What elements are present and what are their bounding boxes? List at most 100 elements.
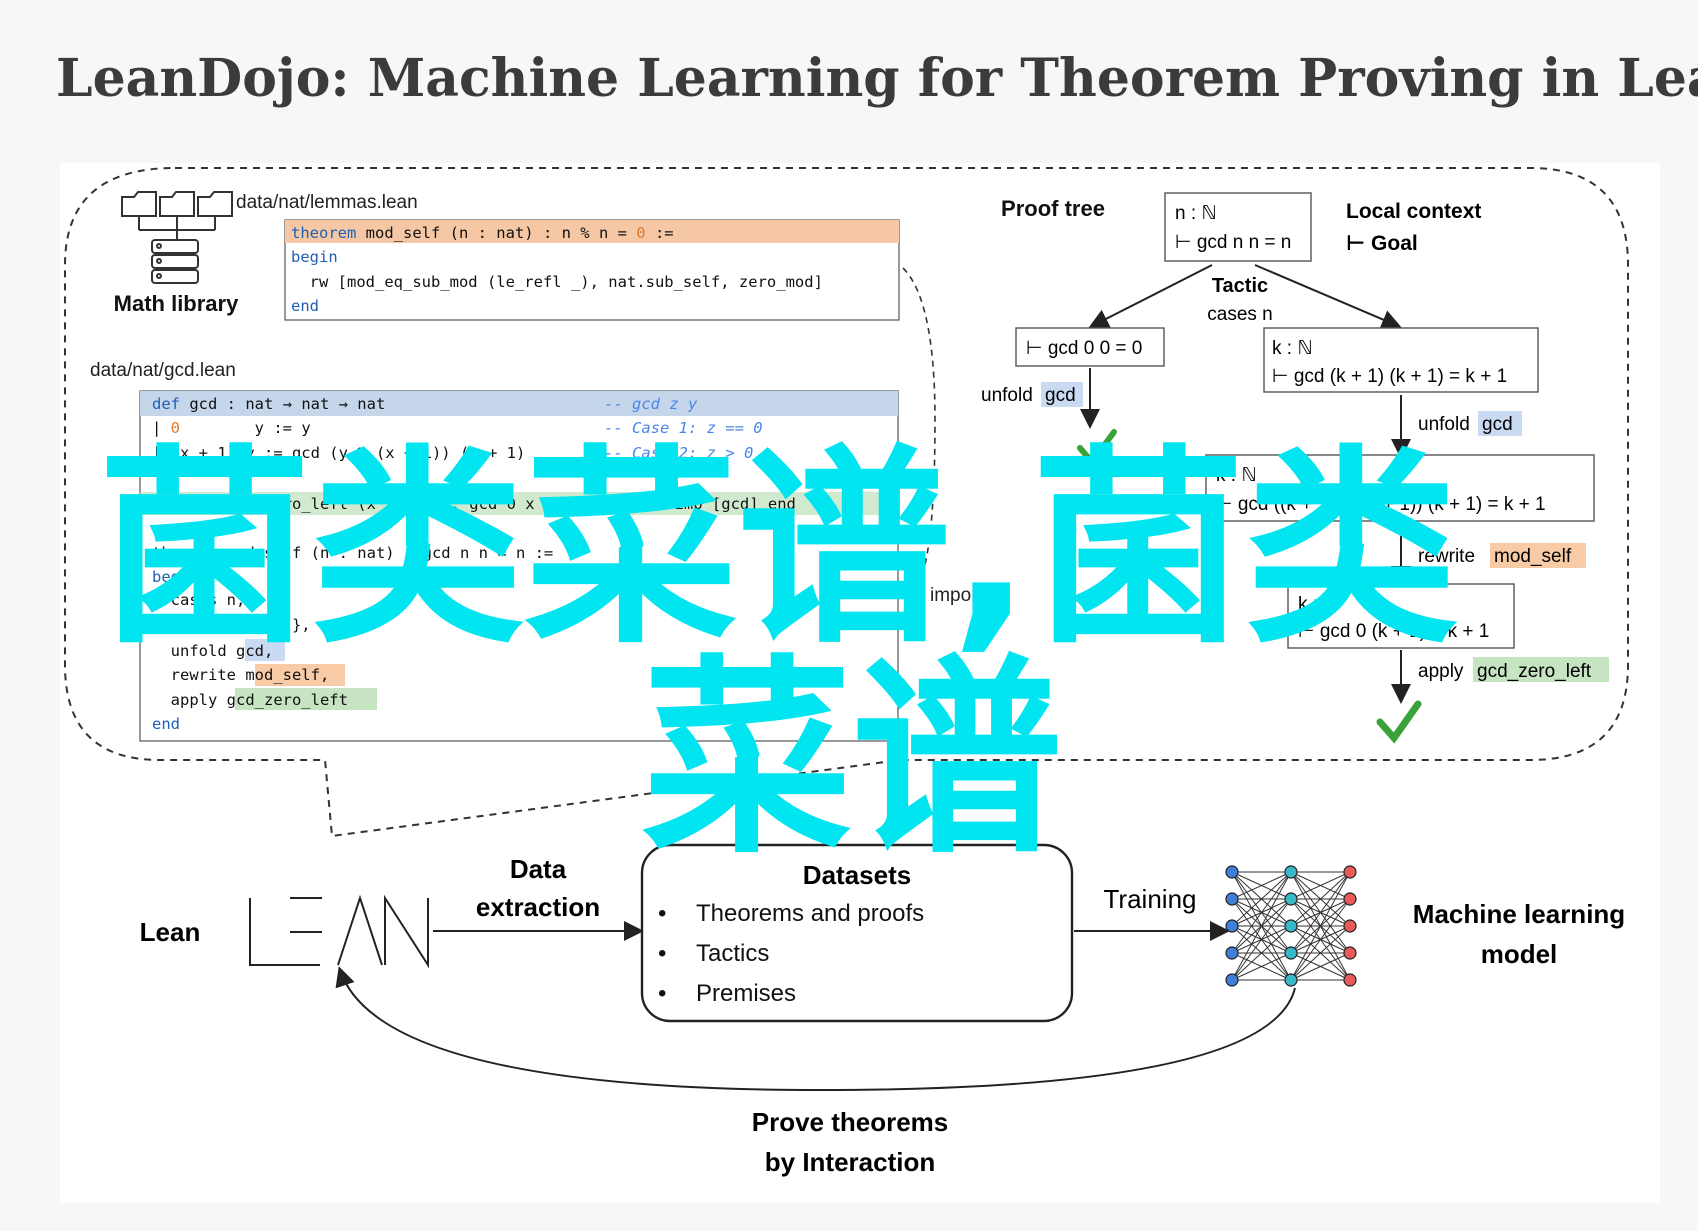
nn-node bbox=[1284, 892, 1298, 906]
bottom-goal-context: k : ℕ bbox=[1298, 594, 1339, 615]
data-extraction-line-1: Data bbox=[510, 854, 567, 884]
nn-edge bbox=[1290, 898, 1351, 981]
gcd-highlight-apply bbox=[235, 688, 377, 710]
nn-node bbox=[1225, 973, 1239, 987]
folder-icon bbox=[121, 191, 233, 240]
gcd-code-line-1: def gcd : nat → nat → nat bbox=[152, 395, 385, 413]
right-goal-context: k : ℕ bbox=[1272, 338, 1313, 359]
left-goal-node bbox=[1015, 327, 1165, 367]
lemmas-code-line-4: end bbox=[291, 297, 319, 315]
mid-goal-node bbox=[1205, 454, 1595, 522]
gcd-highlight-unfold bbox=[245, 639, 285, 661]
gcd-code-line-7: cases n, bbox=[152, 591, 245, 609]
rewrite-arg: mod_self bbox=[1494, 546, 1572, 567]
right-goal-text: ⊢ gcd (k + 1) (k + 1) = k + 1 bbox=[1272, 366, 1507, 387]
nn-edge bbox=[1290, 871, 1351, 981]
lemmas-code-line-1: theorem mod_self (n : nat) : n % n = 0 :… bbox=[291, 224, 674, 242]
lemmas-code-line-3: rw [mod_eq_sub_mod (le_refl _), nat.sub_… bbox=[291, 273, 823, 291]
training-label: Training bbox=[1104, 884, 1197, 914]
prove-label-line-2: by Interaction bbox=[765, 1147, 935, 1177]
math-library-label: Math library bbox=[114, 291, 239, 316]
right-unfold-word: unfold bbox=[1418, 414, 1470, 435]
lemmas-file-name: data/nat/lemmas.lean bbox=[236, 192, 418, 213]
gcd-code-line-9: unfold gcd, bbox=[152, 642, 273, 660]
nn-edge bbox=[1231, 871, 1292, 954]
nn-node bbox=[1343, 946, 1357, 960]
datasets-box bbox=[640, 843, 1074, 1023]
nn-node bbox=[1343, 865, 1357, 879]
mid-goal-text: ⊢ gcd ((k + 1) % (k + 1)) (k + 1) = k + … bbox=[1216, 494, 1546, 515]
nn-edge bbox=[1290, 952, 1351, 981]
datasets-item-2: Tactics bbox=[696, 940, 769, 967]
gcd-file-name: data/nat/gcd.lean bbox=[90, 360, 236, 381]
database-icon bbox=[151, 239, 199, 284]
right-unfold-arg: gcd bbox=[1482, 414, 1513, 435]
model-label-line-1: Machine learning bbox=[1413, 899, 1625, 929]
gcd-comment-2: -- Case 1: z == 0 bbox=[604, 419, 763, 437]
import-label: import bbox=[930, 585, 984, 606]
proof-root-node bbox=[1164, 192, 1312, 262]
tactic-edge-left bbox=[1088, 264, 1213, 328]
legend-goal: ⊢ Goal bbox=[1346, 232, 1418, 255]
rewrite-word: rewrite bbox=[1418, 546, 1475, 567]
datasets-item-3: Premises bbox=[696, 980, 796, 1007]
nn-edge bbox=[1290, 925, 1351, 981]
bottom-check-icon bbox=[1376, 700, 1422, 744]
nn-node bbox=[1284, 865, 1298, 879]
nn-edge bbox=[1290, 871, 1351, 900]
gcd-code-line-12: end bbox=[152, 715, 180, 733]
datasets-bullet-3: • bbox=[658, 980, 666, 1007]
nn-node bbox=[1225, 919, 1239, 933]
datasets-title: Datasets bbox=[803, 860, 911, 890]
gcd-highlight-rewrite bbox=[255, 664, 345, 686]
nn-edge bbox=[1231, 952, 1292, 981]
datasets-bullet-2: • bbox=[658, 940, 666, 967]
tactic-edge-right bbox=[1254, 264, 1402, 329]
proof-tree-title: Proof tree bbox=[1001, 196, 1105, 221]
nn-node bbox=[1284, 919, 1298, 933]
page-title: LeanDojo: Machine Learning for Theorem P… bbox=[56, 48, 1698, 109]
proof-root-context: n : ℕ bbox=[1175, 203, 1217, 224]
datasets-item-1: Theorems and proofs bbox=[696, 900, 924, 927]
nn-node bbox=[1284, 973, 1298, 987]
gcd-code-line-6: begin bbox=[152, 568, 199, 586]
right-unfold-highlight bbox=[1478, 411, 1522, 436]
data-extraction-line-2: extraction bbox=[476, 892, 600, 922]
nn-node bbox=[1225, 892, 1239, 906]
rewrite-highlight bbox=[1490, 543, 1586, 568]
right-goal-node bbox=[1263, 327, 1539, 393]
nn-edge bbox=[1231, 925, 1292, 981]
nn-edge bbox=[1290, 871, 1351, 954]
lean-label: Lean bbox=[140, 917, 201, 947]
lemmas-code-line-2: begin bbox=[291, 248, 338, 266]
bottom-goal-node bbox=[1287, 583, 1515, 649]
left-unfold-highlight bbox=[1041, 382, 1083, 407]
left-unfold-word: unfold bbox=[981, 385, 1033, 406]
nn-edge bbox=[1231, 871, 1292, 927]
nn-node bbox=[1284, 946, 1298, 960]
apply-highlight bbox=[1473, 657, 1609, 682]
gcd-theorem-highlight bbox=[140, 492, 898, 515]
model-label-line-2: model bbox=[1481, 939, 1558, 969]
bottom-goal-text: ⊢ gcd 0 (k + 1) = k + 1 bbox=[1298, 621, 1489, 642]
gcd-code-line-10: rewrite mod_self, bbox=[152, 666, 329, 684]
gcd-code-header bbox=[140, 391, 898, 416]
prove-theorems-arrow bbox=[335, 966, 1296, 1092]
lemmas-code-header bbox=[285, 220, 899, 243]
mid-goal-context: k : ℕ bbox=[1216, 465, 1257, 486]
nn-edge bbox=[1290, 871, 1351, 927]
neural-network-icon bbox=[1225, 865, 1357, 987]
gcd-code-line-11: apply gcd_zero_left bbox=[152, 691, 348, 709]
prove-label-line-1: Prove theorems bbox=[752, 1107, 949, 1137]
nn-node bbox=[1343, 892, 1357, 906]
tactic-label: Tactic bbox=[1212, 275, 1268, 297]
left-check-icon bbox=[1077, 429, 1117, 467]
gcd-comment-3: -- Case 2: z > 0 bbox=[604, 444, 753, 462]
nn-node bbox=[1343, 919, 1357, 933]
gcd-code-line-4: theorem gcd_zero_left (x : nat) : gcd 0 … bbox=[152, 495, 796, 513]
nn-node bbox=[1225, 865, 1239, 879]
nn-node bbox=[1343, 973, 1357, 987]
nn-node bbox=[1225, 946, 1239, 960]
nn-edge bbox=[1231, 871, 1292, 981]
